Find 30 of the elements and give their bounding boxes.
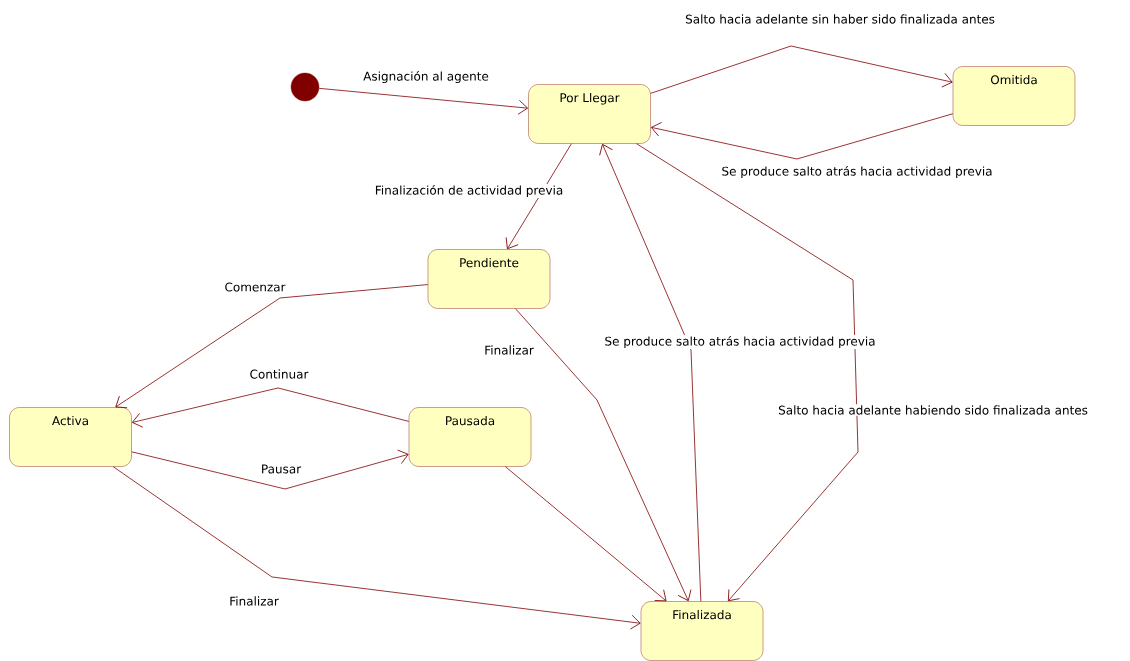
transition-arrow: [131, 387, 410, 428]
edge-label: Salto hacia adelante habiendo sido finalizada antes: [777, 404, 1089, 416]
edge-label: Asignación al agente: [362, 69, 490, 85]
state-box: Finalizada: [640, 601, 764, 661]
transition-arrow: [112, 466, 641, 630]
edge-label: Se produce salto atrás hacia actividad previa: [603, 334, 877, 350]
edge-label: Comenzar: [223, 281, 287, 293]
edge-label: Finalización de actividad previa: [373, 183, 565, 199]
edge-label: Continuar: [248, 368, 310, 380]
initial-state-dot: [290, 72, 320, 102]
transition-arrow: [115, 284, 429, 409]
state-box: Pendiente: [427, 249, 551, 309]
edge-label: Salto hacia adelante sin haber sido finalizada antes: [684, 13, 996, 25]
transition-arrow: [650, 113, 954, 160]
edge-label: Se produce salto atrás hacia actividad previa: [720, 164, 994, 180]
transition-arrow: [650, 45, 953, 94]
transition-arrow: [505, 143, 572, 250]
transition-arrow: [505, 466, 667, 602]
state-box: Por Llegar: [528, 84, 651, 144]
state-box: Pausada: [408, 407, 532, 467]
transition-arrow: [599, 143, 702, 602]
transition-arrow: [131, 449, 409, 490]
transition-arrow: [636, 143, 859, 602]
transition-arrow: [515, 308, 692, 602]
edge-label: Pausar: [259, 463, 303, 475]
state-box: Omitida: [952, 66, 1076, 126]
state-box: Activa: [9, 407, 132, 467]
transition-arrow: [318, 87, 529, 115]
edge-label: Finalizar: [483, 344, 535, 356]
edge-label: Finalizar: [228, 595, 280, 607]
